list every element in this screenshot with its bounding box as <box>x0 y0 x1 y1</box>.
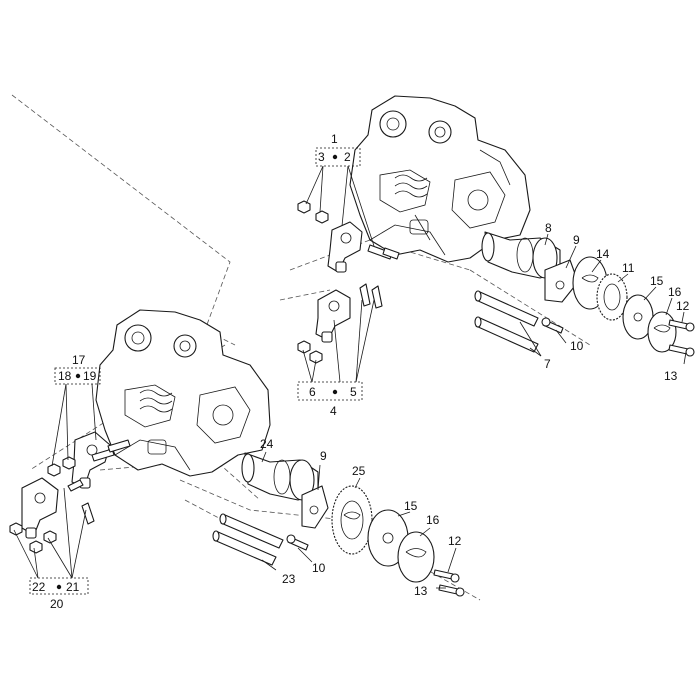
callout-12-lower: 12 <box>448 534 462 548</box>
cylinder-head-lower <box>95 309 271 477</box>
adjuster-nuts-upper <box>297 200 329 364</box>
callout-10-lower: 10 <box>312 561 326 575</box>
bolt-10-upper <box>541 317 564 334</box>
callout-4: 4 <box>330 404 337 418</box>
callout-3: 3 <box>318 150 325 164</box>
callout-9-lower: 9 <box>320 449 327 463</box>
callout-10-upper: 10 <box>570 339 584 353</box>
callout-18: 18 <box>58 369 72 383</box>
callout-13-upper: 13 <box>664 369 678 383</box>
callout-21: 21 <box>66 580 80 594</box>
bolts-12-13-lower <box>433 569 465 597</box>
callout-23: 23 <box>282 572 296 586</box>
callout-9-upper: 9 <box>573 233 580 247</box>
rocker-arm-upper-2 <box>315 289 351 343</box>
callout-2: 2 <box>344 150 351 164</box>
cam-cover-16-upper <box>647 311 677 353</box>
callout-24: 24 <box>260 437 274 451</box>
callout-20: 20 <box>50 597 64 611</box>
rocker-shafts-lower <box>212 513 284 566</box>
callout-19: 19 <box>83 369 97 383</box>
bolts-12-13-upper <box>668 319 695 357</box>
rocker-arm-lower-2 <box>21 477 59 539</box>
decompressor-plate-lower <box>301 485 329 529</box>
rocker-arm-lower-1 <box>71 431 111 489</box>
camshaft-lower <box>241 452 319 501</box>
rocker-arm-upper-1 <box>327 221 363 273</box>
cylinder-head-upper <box>349 95 531 263</box>
callout-15-upper: 15 <box>650 274 664 288</box>
kit-dot-17 <box>75 373 81 379</box>
callout-14: 14 <box>596 247 610 261</box>
callout-labels: 1 3 2 6 5 4 8 9 14 11 15 16 12 13 10 7 1… <box>32 132 690 611</box>
kit-dot-4 <box>332 389 338 395</box>
adjuster-screws-upper <box>359 244 400 309</box>
adjuster-screws-lower <box>67 439 131 525</box>
callout-16-lower: 16 <box>426 513 440 527</box>
callout-12-upper: 12 <box>676 299 690 313</box>
callout-5: 5 <box>350 385 357 399</box>
callout-8: 8 <box>545 221 552 235</box>
adjuster-nuts-lower <box>9 456 76 554</box>
callout-6: 6 <box>309 385 316 399</box>
callout-13-lower: 13 <box>414 584 428 598</box>
callout-11: 11 <box>622 261 635 275</box>
kit-dot-1 <box>332 154 338 160</box>
callout-7: 7 <box>544 357 551 371</box>
cam-sprocket-lower <box>331 485 373 555</box>
camshaft-upper <box>481 231 561 279</box>
callout-16-upper: 16 <box>668 285 682 299</box>
callout-25: 25 <box>352 464 366 478</box>
callout-15-lower: 15 <box>404 499 418 513</box>
callout-17: 17 <box>72 353 86 367</box>
leader-lines <box>13 147 687 595</box>
bolt-10-lower <box>286 534 309 551</box>
cam-sprocket-upper <box>596 273 628 321</box>
callout-22: 22 <box>32 580 46 594</box>
cam-cover-16-lower <box>397 531 435 583</box>
kit-dot-20 <box>56 584 62 590</box>
decompressor-plate-upper <box>544 259 579 303</box>
rocker-shafts-upper <box>474 290 539 353</box>
callout-1: 1 <box>331 132 338 146</box>
